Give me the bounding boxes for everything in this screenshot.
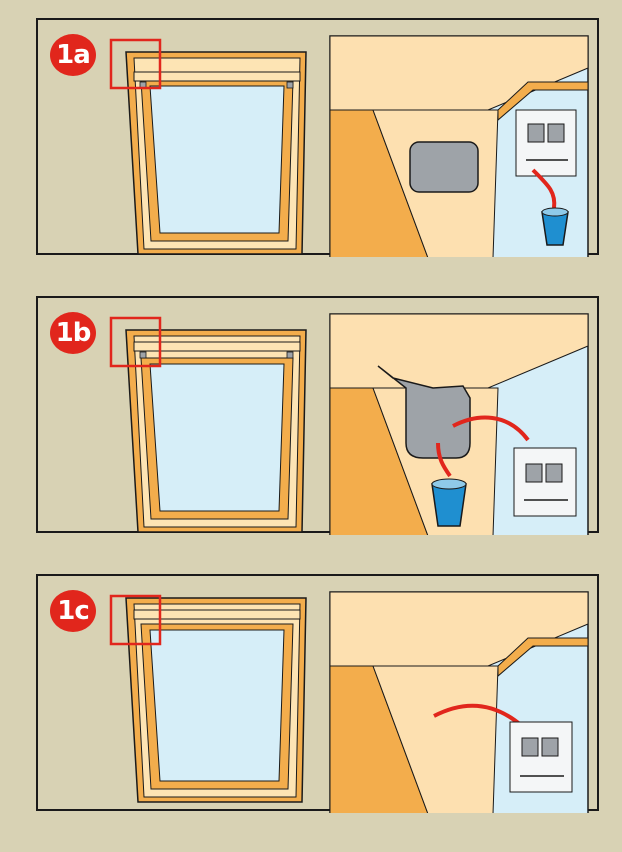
step-1b-panel: 1b — [36, 296, 599, 533]
step-1c-panel: 1c — [36, 574, 599, 811]
step-1a-panel: 1a — [36, 18, 599, 255]
waste-basket-icon — [542, 208, 568, 245]
step-1c-illustration — [38, 576, 601, 813]
step-1a-illustration — [38, 20, 601, 257]
bracket-bag-icon — [510, 722, 572, 792]
window-icon — [126, 52, 306, 254]
bracket-bag-icon — [514, 448, 576, 516]
bracket-bag-icon — [516, 110, 576, 176]
window-icon — [126, 330, 306, 532]
waste-basket-icon — [432, 479, 466, 526]
window-icon — [126, 598, 306, 802]
step-1b-illustration — [38, 298, 601, 535]
